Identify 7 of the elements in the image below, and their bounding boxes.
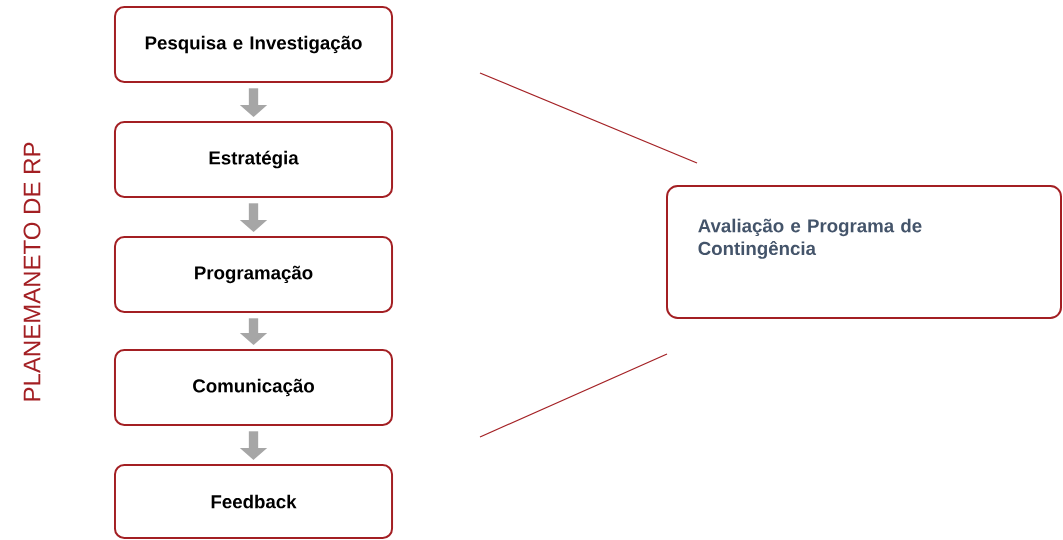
- vertical-title: PLANEMANETO DE RP: [23, 142, 41, 401]
- process-box: Feedback: [113, 463, 394, 540]
- process-box: Pesquisa e Investigação: [113, 6, 394, 83]
- process-box: Estratégia: [113, 121, 394, 198]
- process-box: Comunicação: [113, 349, 394, 426]
- process-box: Avaliação e Programa de Contingência: [666, 185, 1062, 319]
- process-box: Programação: [113, 236, 394, 313]
